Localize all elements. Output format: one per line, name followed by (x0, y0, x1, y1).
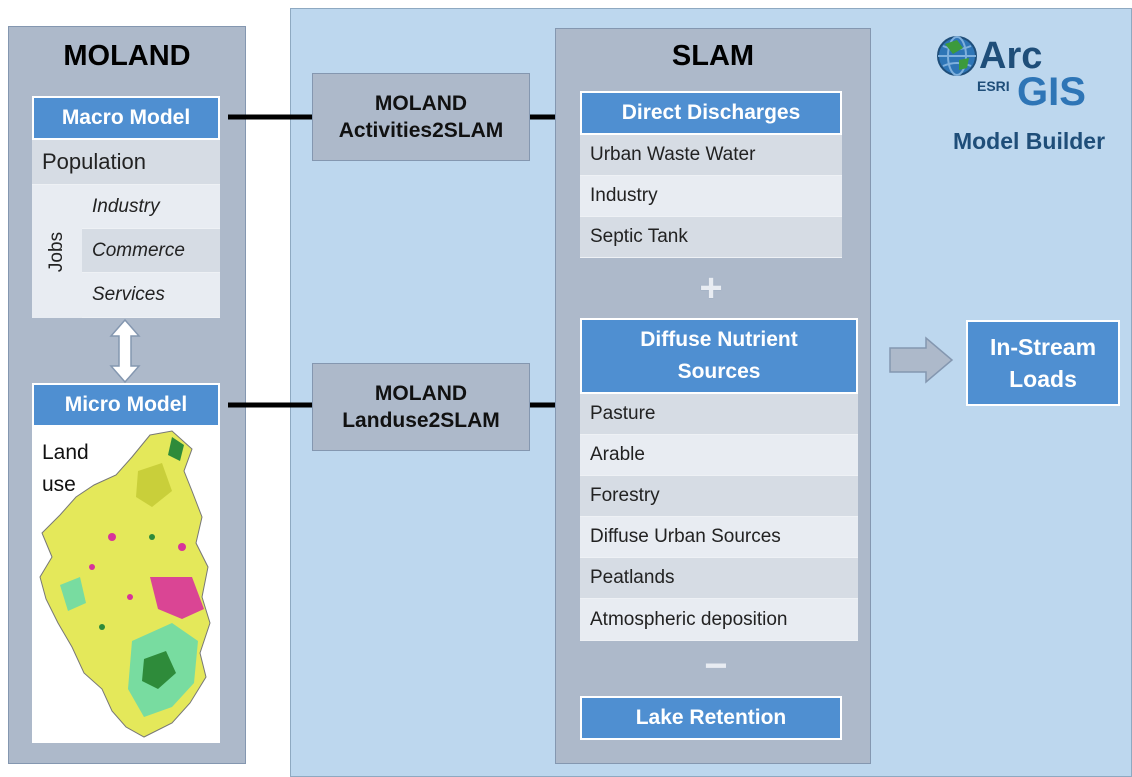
arrow-slam-to-instream (889, 336, 954, 384)
minus-symbol: − (704, 644, 728, 688)
moland-title: MOLAND (63, 40, 191, 72)
diffuse-item-urban-sources: Diffuse Urban Sources (580, 517, 858, 558)
direct-item-septic-tank: Septic Tank (580, 217, 842, 258)
diffuse-item-arable: Arable (580, 435, 858, 476)
gis-wordmark: GIS (1017, 70, 1086, 114)
lake-retention-heading: Lake Retention (580, 696, 842, 740)
esri-label: ESRI (977, 78, 1010, 94)
diffuse-nutrient-heading: Diffuse Nutrient Sources (580, 318, 858, 394)
direct-item-urban-waste-water: Urban Waste Water (580, 135, 842, 176)
landuse2slam-box: MOLAND Landuse2SLAM (312, 363, 530, 451)
arcgis-logo: Arc ESRI GIS (935, 34, 1125, 124)
arc-wordmark: Arc (979, 35, 1043, 77)
diffuse-item-atmospheric-deposition: Atmospheric deposition (580, 599, 858, 641)
diffuse-item-pasture: Pasture (580, 394, 858, 435)
jobs-item-services: Services (82, 273, 220, 318)
direct-item-industry: Industry (580, 176, 842, 217)
land-use-map-area: Land use (32, 427, 220, 743)
direct-discharges-heading: Direct Discharges (580, 91, 842, 135)
activities2slam-box: MOLAND Activities2SLAM (312, 73, 530, 161)
model-builder-label: Model Builder (952, 128, 1106, 154)
land-use-map-image (39, 430, 211, 738)
jobs-column: Jobs (32, 185, 82, 318)
land-use-label: Land use (42, 441, 89, 496)
plus-symbol: + (699, 266, 723, 310)
diffuse-item-peatlands: Peatlands (580, 558, 858, 599)
macro-model-heading: Macro Model (32, 96, 220, 140)
diffuse-item-forestry: Forestry (580, 476, 858, 517)
globe-icon (937, 36, 977, 76)
in-stream-loads-box: In-Stream Loads (966, 320, 1120, 406)
jobs-item-industry: Industry (82, 185, 220, 229)
bidirectional-arrow (109, 318, 141, 384)
population-row: Population (32, 140, 220, 185)
jobs-item-commerce: Commerce (82, 229, 220, 273)
micro-model-heading: Micro Model (32, 383, 220, 427)
slam-title: SLAM (671, 40, 755, 72)
